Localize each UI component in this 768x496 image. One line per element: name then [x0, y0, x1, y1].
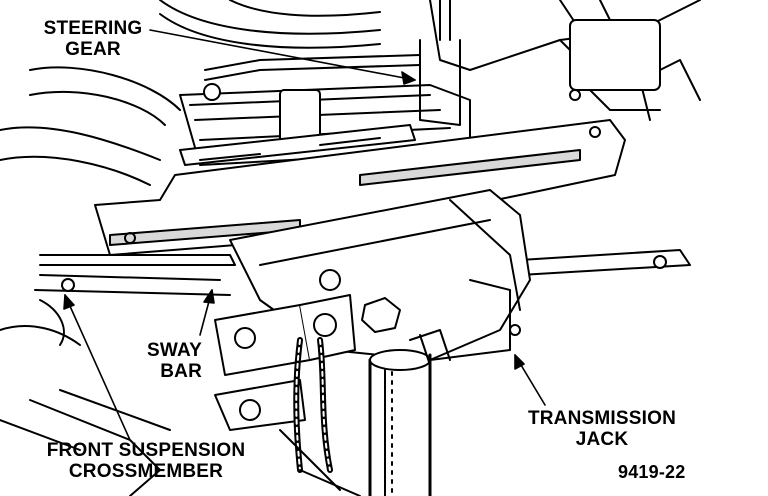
upper-frame-structure — [429, 0, 701, 121]
jack-pad-bracket — [214, 294, 356, 431]
crossmember-bracket — [94, 119, 626, 256]
leader-steering-gear — [149, 29, 416, 81]
steering-gear-label-line2: GEAR — [65, 39, 121, 60]
front-suspension-crossmember-label: FRONT SUSPENSION CROSSMEMBER — [30, 440, 262, 482]
coil-cable — [279, 337, 361, 496]
transmission-jack-post — [368, 329, 451, 496]
crossmember-label-line2: CROSSMEMBER — [68, 461, 224, 482]
lower-left-structure — [0, 299, 171, 496]
sway-bar-label-line1: SWAY — [146, 340, 202, 361]
leader-crossmember — [64, 294, 131, 441]
sway-bar — [34, 249, 691, 296]
steering-gear-label-line1: STEERING — [43, 18, 143, 39]
transmission-jack-label-line2: JACK — [575, 429, 629, 450]
hose-upper-left — [0, 0, 381, 186]
leader-lines — [63, 29, 546, 441]
steering-gear-label: STEERING GEAR — [40, 18, 146, 60]
sway-bar-label: SWAY BAR — [130, 340, 202, 382]
transmission-jack-label: TRANSMISSION JACK — [512, 408, 692, 450]
sway-bar-label-line2: BAR — [160, 361, 202, 382]
transmission-jack-label-line1: TRANSMISSION — [527, 408, 677, 429]
figure-number: 9419-22 — [618, 462, 686, 482]
crossmember-label-line1: FRONT SUSPENSION — [46, 440, 246, 461]
